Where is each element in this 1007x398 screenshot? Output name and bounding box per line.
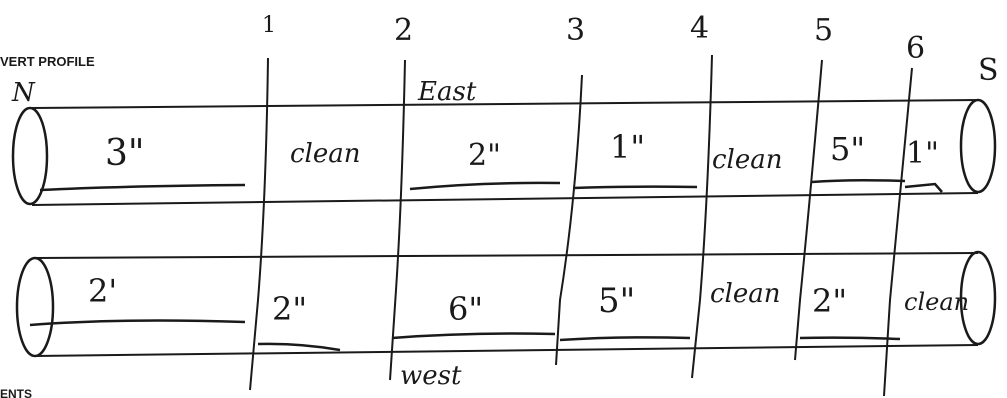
west-pipe-right-end bbox=[959, 250, 997, 346]
east-pipe-bottom-edge bbox=[31, 192, 979, 206]
divider-5 bbox=[794, 59, 823, 361]
divider-4 bbox=[691, 54, 713, 379]
west-pipe: 2' 2" 6" 5" clean 2" clean west bbox=[15, 250, 997, 391]
section-number-6: 6 bbox=[906, 31, 925, 66]
west-pipe-left-end bbox=[15, 256, 55, 358]
west-label: west bbox=[400, 361, 462, 391]
section-number-4: 4 bbox=[690, 11, 709, 46]
west-segment-6: 2" bbox=[812, 282, 847, 320]
north-marker: N bbox=[11, 78, 36, 108]
section-number-2: 2 bbox=[394, 13, 413, 48]
east-segment-2: clean bbox=[290, 139, 361, 169]
west-pipe-bottom-edge bbox=[34, 344, 979, 357]
end-marker: S bbox=[978, 53, 999, 88]
east-sediment-6 bbox=[811, 178, 906, 184]
west-sediment-2 bbox=[257, 342, 341, 352]
section-dividers bbox=[249, 54, 913, 397]
divider-2 bbox=[389, 59, 406, 381]
west-segment-1: 2' bbox=[88, 272, 117, 310]
west-pipe-top-edge bbox=[34, 252, 979, 259]
east-segment-1: 3" bbox=[105, 133, 144, 174]
east-segment-3: 2" bbox=[468, 138, 501, 173]
east-pipe-top-edge bbox=[31, 99, 979, 109]
west-segment-7: clean bbox=[904, 288, 969, 316]
section-number-1: 1 bbox=[262, 13, 276, 38]
west-sediment-4 bbox=[559, 336, 691, 342]
profile-label: VERT PROFILE bbox=[0, 54, 95, 69]
west-segment-5: clean bbox=[710, 279, 781, 309]
east-pipe-left-end bbox=[11, 106, 49, 206]
divider-3 bbox=[555, 74, 583, 366]
east-label: East bbox=[417, 77, 477, 107]
west-sediment-1 bbox=[29, 319, 246, 327]
east-sediment-1 bbox=[39, 183, 246, 192]
east-segment-6: 5" bbox=[830, 130, 865, 168]
divider-1 bbox=[249, 57, 269, 391]
west-segment-2: 2" bbox=[272, 290, 307, 328]
west-segment-3: 6" bbox=[448, 290, 483, 328]
section-number-3: 3 bbox=[566, 13, 585, 48]
bottom-label: ENTS bbox=[0, 387, 32, 398]
west-segment-4: 5" bbox=[598, 281, 635, 321]
east-sediment-7 bbox=[904, 182, 943, 193]
divider-6 bbox=[883, 67, 913, 397]
east-sediment-3 bbox=[409, 181, 561, 191]
section-number-5: 5 bbox=[814, 13, 833, 48]
east-pipe-right-end bbox=[959, 98, 997, 194]
east-sediment-4 bbox=[572, 185, 698, 190]
east-segment-4: 1" bbox=[610, 128, 645, 166]
west-sediment-3 bbox=[391, 332, 556, 340]
east-segment-7: 1" bbox=[906, 136, 939, 171]
east-pipe: 3" clean 2" 1" clean 5" 1" East bbox=[11, 77, 997, 206]
east-segment-5: clean bbox=[712, 145, 783, 175]
west-sediment-6 bbox=[799, 336, 901, 341]
